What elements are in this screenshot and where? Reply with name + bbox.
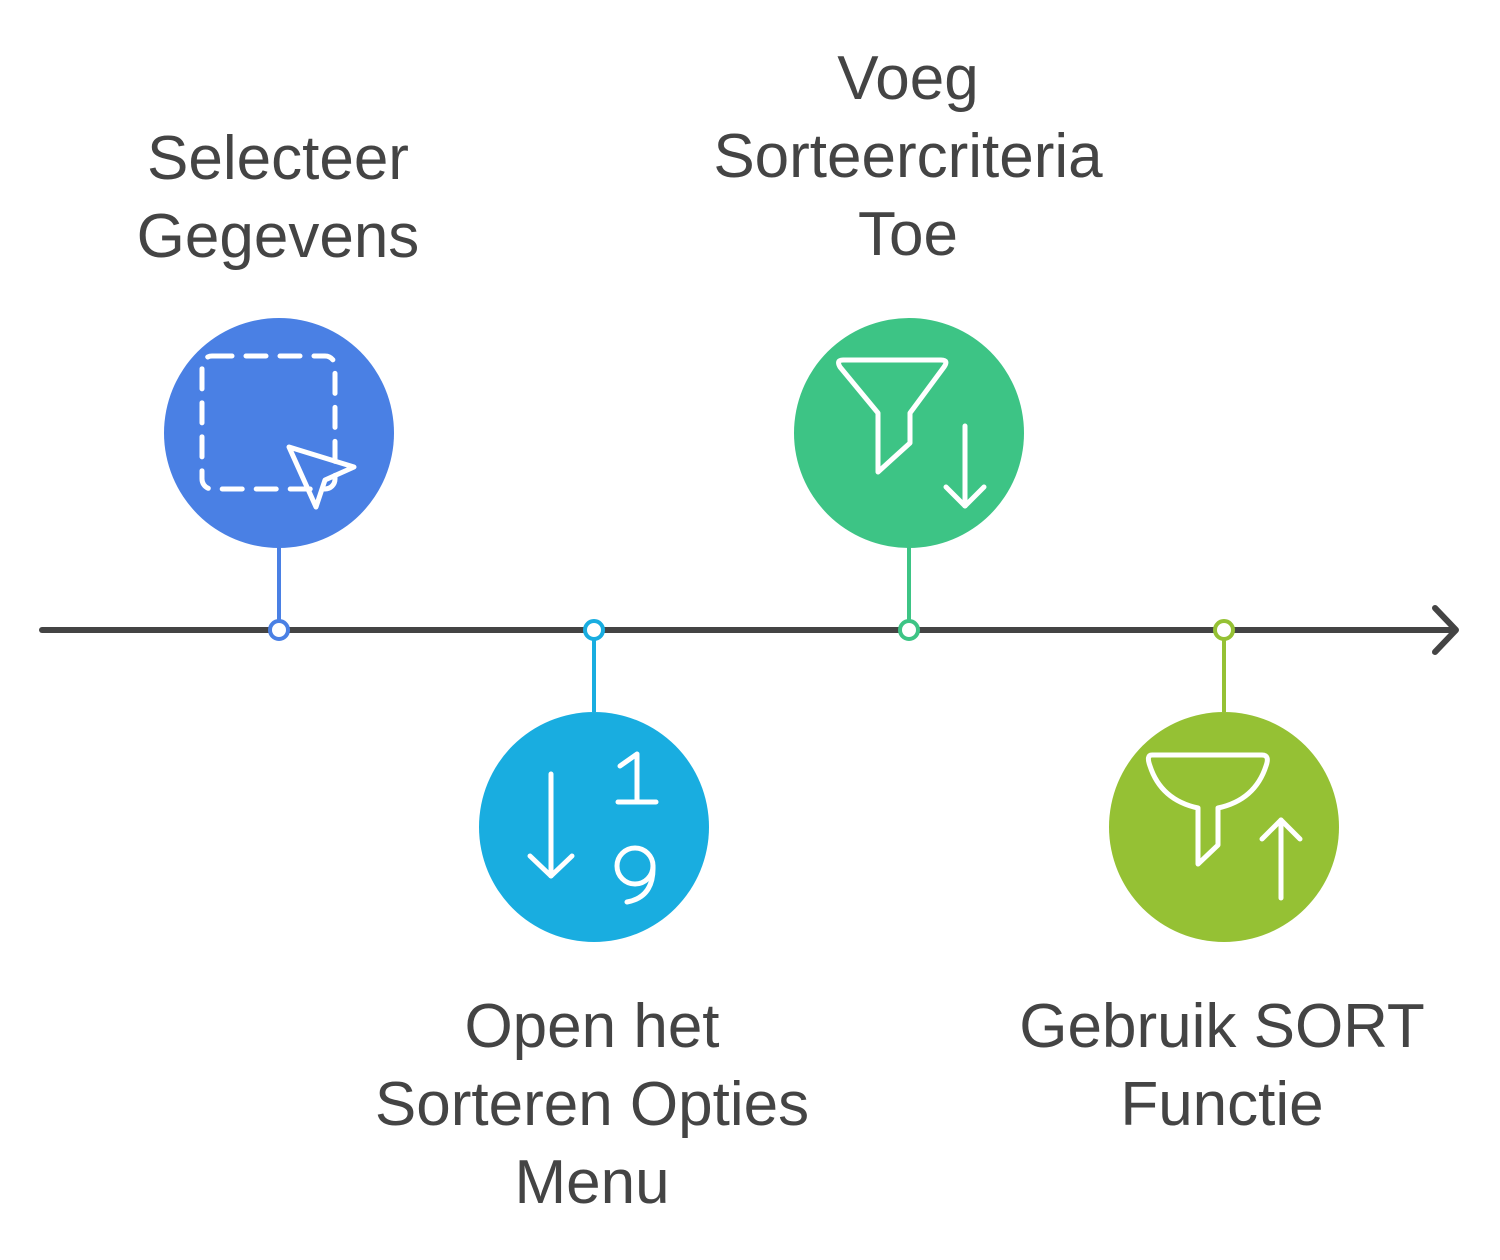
step-1-label-line-1: Selecteer [147, 124, 409, 193]
step-open-sort-menu [479, 619, 709, 942]
timeline-arrow-head [1432, 605, 1459, 655]
step-3-label-line-1: Voeg [837, 44, 979, 113]
step-1-circle [164, 318, 394, 548]
step-4-circle [1109, 712, 1339, 942]
step-1-node [268, 619, 290, 641]
step-4-label-line-1: Gebruik SORT [1019, 992, 1425, 1061]
step-2-label: Open het Sorteren Opties Menu [332, 988, 852, 1222]
step-2-label-line-2: Sorteren Opties [374, 1070, 810, 1139]
selection-cursor-icon [199, 353, 357, 510]
step-2-circle [479, 712, 709, 942]
step-select-data [164, 318, 394, 641]
filter-sort-up-icon [1145, 752, 1303, 901]
step-2-node [583, 619, 605, 641]
step-4-label-line-2: Functie [1120, 1070, 1324, 1139]
step-4-label: Gebruik SORT Functie [962, 988, 1482, 1144]
step-2-label-line-3: Menu [514, 1148, 670, 1217]
step-3-label-line-3: Toe [858, 200, 958, 269]
filter-sort-down-icon [836, 357, 987, 509]
step-2-label-line-1: Open het [464, 992, 720, 1061]
step-use-sort-function [1109, 619, 1339, 942]
step-1-label: Selecteer Gegevens [18, 120, 538, 276]
sort-numeric-icon [527, 751, 659, 905]
step-3-label: Voeg Sorteercriteria Toe [648, 40, 1168, 274]
step-4-node [1213, 619, 1235, 641]
step-add-criteria [794, 318, 1024, 641]
step-3-node [898, 619, 920, 641]
step-1-label-line-2: Gegevens [136, 202, 420, 271]
step-3-label-line-2: Sorteercriteria [713, 122, 1103, 191]
